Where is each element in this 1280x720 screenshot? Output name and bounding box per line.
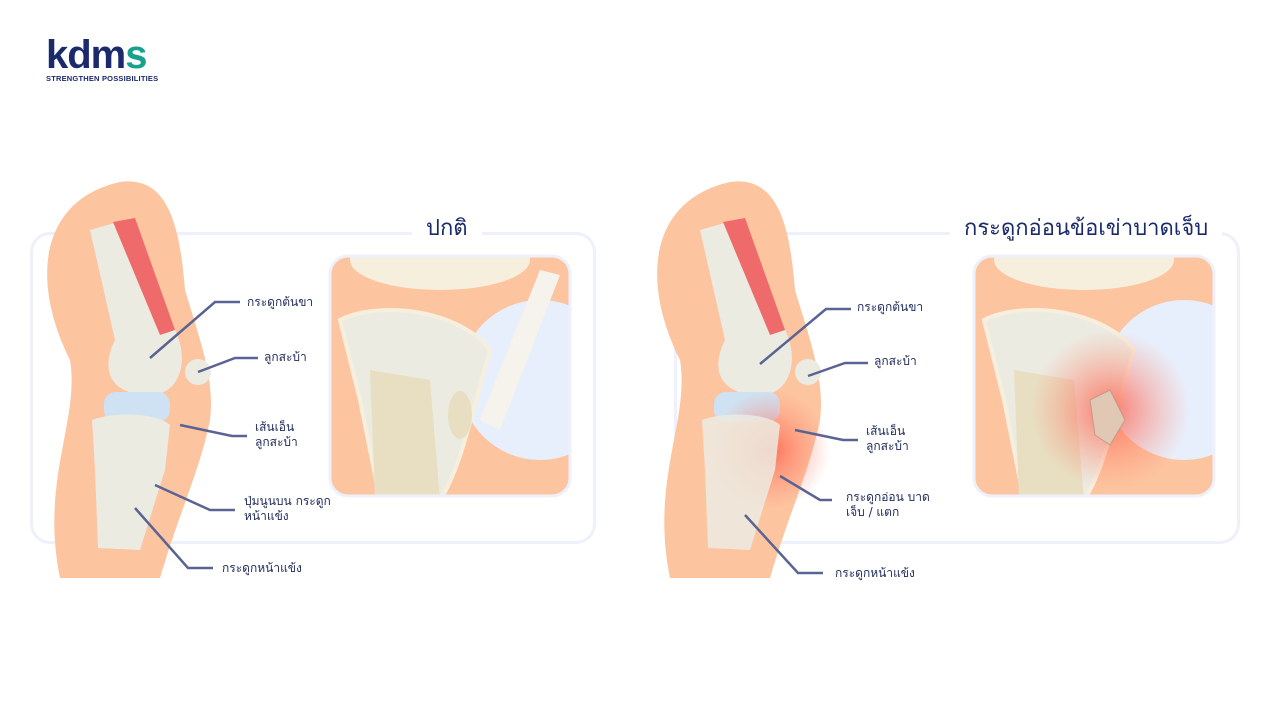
label-patella-injured: ลูกสะบ้า: [874, 354, 917, 368]
normal-knee-drawing: [47, 181, 211, 578]
normal-zoom-inset: [328, 254, 572, 498]
label-cartilage-damage: กระดูกอ่อน บาดเจ็บ / แตก: [846, 490, 930, 519]
normal-panel: [30, 232, 596, 544]
kdms-logo: kdms STRENGTHEN POSSIBILITIES: [46, 33, 159, 83]
logo-word: kdm: [46, 33, 126, 77]
label-femur: กระดูกต้นขา: [247, 295, 314, 309]
injured-zoom-inset: [972, 254, 1216, 498]
label-tibia: กระดูกหน้าแข้ง: [222, 561, 302, 575]
normal-title: ปกติ: [412, 210, 482, 245]
label-tibia-injured: กระดูกหน้าแข้ง: [835, 566, 915, 580]
label-tibial-tuberosity: ปุ่มนูนบน กระดูกหน้าแข้ง: [244, 494, 331, 523]
label-patellar-tendon: เส้นเอ็น ลูกสะบ้า: [255, 420, 298, 449]
label-patellar-tendon-injured: เส้นเอ็น ลูกสะบ้า: [866, 424, 909, 453]
logo-accent: s: [125, 33, 147, 77]
injured-title: กระดูกอ่อนข้อเข่าบาดเจ็บ: [950, 210, 1223, 245]
injured-knee-drawing: [657, 181, 830, 578]
label-femur-injured: กระดูกต้นขา: [857, 300, 924, 314]
logo-tagline: STRENGTHEN POSSIBILITIES: [46, 74, 159, 83]
leader-lines: [134, 300, 868, 575]
label-patella: ลูกสะบ้า: [264, 350, 307, 364]
